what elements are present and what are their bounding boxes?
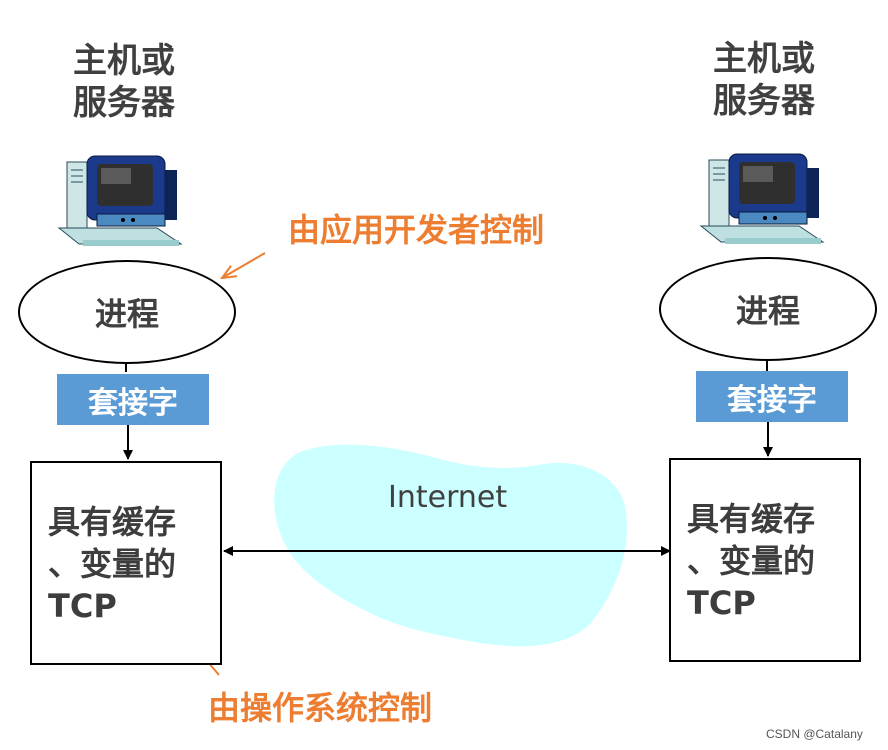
app-control-pointer-arrow bbox=[222, 252, 266, 278]
left-tcp-line1: 具有缓存 bbox=[48, 503, 177, 541]
right-tcp-line3: TCP bbox=[687, 584, 756, 622]
computer-icon bbox=[699, 153, 825, 244]
left-tcp-box: 具有缓存 、变量的 TCP bbox=[30, 461, 222, 665]
right-socket-label: 套接字 bbox=[727, 382, 817, 418]
right-process-ellipse: 进程 bbox=[659, 257, 877, 361]
left-socket-box: 套接字 bbox=[57, 374, 209, 425]
computer-icon bbox=[57, 155, 183, 246]
right-tcp-line2: 、变量的 bbox=[687, 542, 816, 580]
internet-label: Internet bbox=[388, 480, 508, 515]
right-tcp-line1: 具有缓存 bbox=[687, 500, 816, 538]
internet-cloud bbox=[274, 444, 627, 647]
os-controlled-annotation: 由操作系统控制 bbox=[208, 689, 433, 727]
left-host-title: 主机或 服务器 bbox=[58, 40, 190, 124]
right-tcp-box: 具有缓存 、变量的 TCP bbox=[669, 458, 861, 662]
left-tcp-line2: 、变量的 bbox=[48, 545, 177, 583]
left-host-title-line2: 服务器 bbox=[73, 83, 175, 123]
left-tcp-line3: TCP bbox=[48, 587, 117, 625]
right-host-title-line1: 主机或 bbox=[713, 39, 815, 79]
left-host-title-line1: 主机或 bbox=[73, 41, 175, 81]
right-host-title-line2: 服务器 bbox=[713, 81, 815, 121]
right-host-title: 主机或 服务器 bbox=[698, 38, 830, 122]
left-process-ellipse: 进程 bbox=[18, 260, 236, 364]
left-socket-label: 套接字 bbox=[88, 385, 178, 421]
app-controlled-annotation: 由应用开发者控制 bbox=[288, 211, 545, 249]
watermark: CSDN @Catalany bbox=[766, 727, 863, 741]
left-process-label: 进程 bbox=[94, 295, 159, 333]
right-socket-box: 套接字 bbox=[696, 371, 848, 422]
right-process-label: 进程 bbox=[735, 292, 800, 330]
